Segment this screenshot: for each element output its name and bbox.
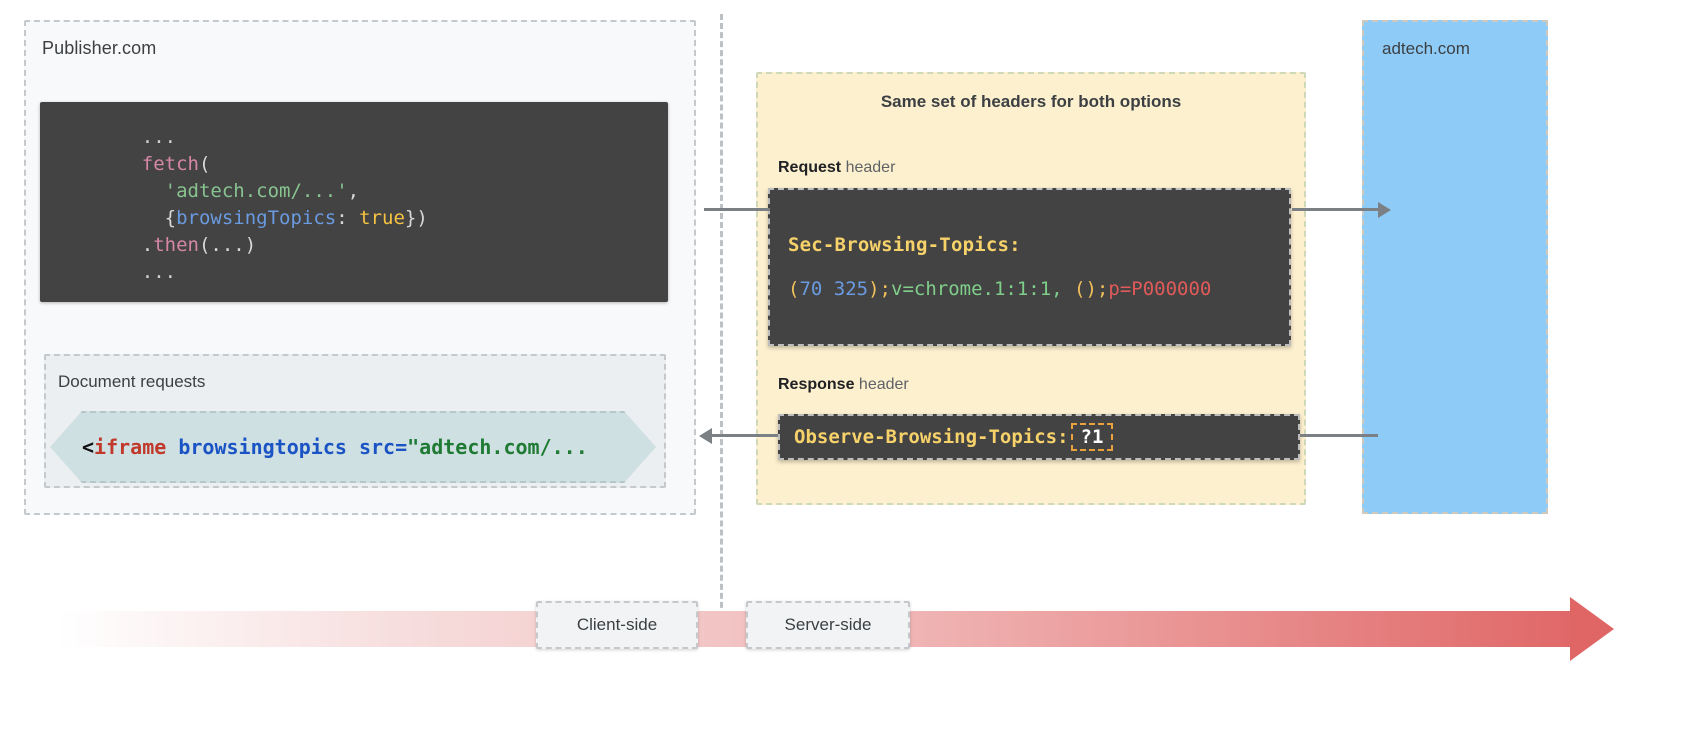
request-header-label-strong: Request [778,159,842,176]
adtech-panel [1362,20,1548,514]
iframe-snippet-text: <iframe browsingtopics src="adtech.com/.… [82,435,588,459]
response-header-box: Observe-Browsing-Topics: ?1 [778,414,1300,460]
arrow-request-to-adtech [1292,208,1378,211]
arrow-head-right-icon [1378,202,1391,218]
iframe-snippet-hexagon: <iframe browsingtopics src="adtech.com/.… [50,411,656,483]
arrow-head-left-icon [699,428,712,444]
fetch-code-text: ... fetch( 'adtech.com/...', {browsingTo… [96,126,428,283]
response-header-label: Response header [778,376,909,394]
response-header-name: Observe-Browsing-Topics: [794,426,1069,448]
publisher-label: Publisher.com [42,38,157,58]
request-header-label: Request header [778,159,895,177]
request-header-box: Sec-Browsing-Topics: (70 325);v=chrome.1… [768,188,1291,346]
hexagon-shape [50,411,656,483]
request-header-value: (70 325);v=chrome.1:1:1, ();p=P000000 [788,278,1212,300]
arrow-response-to-publisher [712,434,778,437]
request-header-name: Sec-Browsing-Topics: [788,234,1021,256]
response-header-value-highlight: ?1 [1070,423,1114,451]
headers-panel-title: Same set of headers for both options [880,92,1182,111]
client-side-chip: Client-side [536,601,698,649]
arrow-publisher-to-request [704,208,770,211]
server-side-chip: Server-side [746,601,910,649]
timeline-arrow-head-icon [1570,597,1614,661]
client-server-divider [720,14,723,626]
response-header-label-rest: header [854,376,909,393]
adtech-label: adtech.com [1382,39,1470,58]
request-header-label-rest: header [841,159,896,176]
fetch-code-block: ... fetch( 'adtech.com/...', {browsingTo… [40,102,668,302]
document-requests-label: Document requests [58,372,206,391]
arrow-adtech-to-response [1300,434,1378,437]
response-header-label-strong: Response [778,376,855,393]
top-cutoff-strip [0,0,1692,4]
